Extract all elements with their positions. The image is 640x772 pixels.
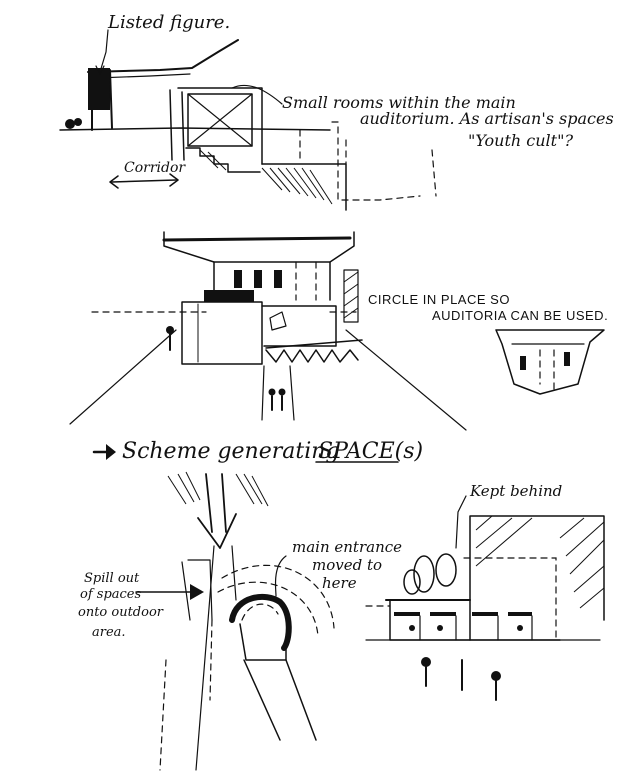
section-sketch-top	[59, 29, 437, 211]
scheme-title: Scheme generating	[122, 439, 340, 464]
main-entrance-line-2: moved to	[312, 556, 382, 574]
small-rooms-line-1: Small rooms within the main	[282, 93, 516, 112]
site-plan-sketch	[135, 471, 335, 771]
spill-out-line-1: Spill out	[84, 571, 140, 586]
spill-out-line-3: onto outdoor	[78, 605, 164, 620]
circle-note-line-2: AUDITORIA CAN BE USED.	[432, 308, 608, 323]
perspective-sketch	[69, 231, 605, 431]
main-entrance-line-1: main entrance	[292, 538, 402, 556]
spill-out-line-4: area.	[92, 625, 126, 640]
listed-figure-label: Listed figure.	[107, 12, 230, 33]
double-arrow-icon	[197, 473, 237, 549]
kept-behind-label: Kept behind	[469, 482, 562, 500]
spill-out-line-2: of spaces	[80, 587, 141, 602]
circle-note-line-1: CIRCLE IN PLACE SO	[368, 292, 510, 307]
corridor-label: Corridor	[124, 160, 186, 176]
right-arrow-icon	[92, 444, 116, 460]
small-rooms-line-2: auditorium. As artisan's spaces	[360, 109, 614, 128]
elevation-sketch	[365, 495, 605, 701]
small-rooms-line-3: "Youth cult"?	[468, 131, 573, 150]
main-entrance-line-3: here	[322, 574, 357, 592]
scheme-title-emphasis: SPACE(s)	[318, 439, 423, 464]
